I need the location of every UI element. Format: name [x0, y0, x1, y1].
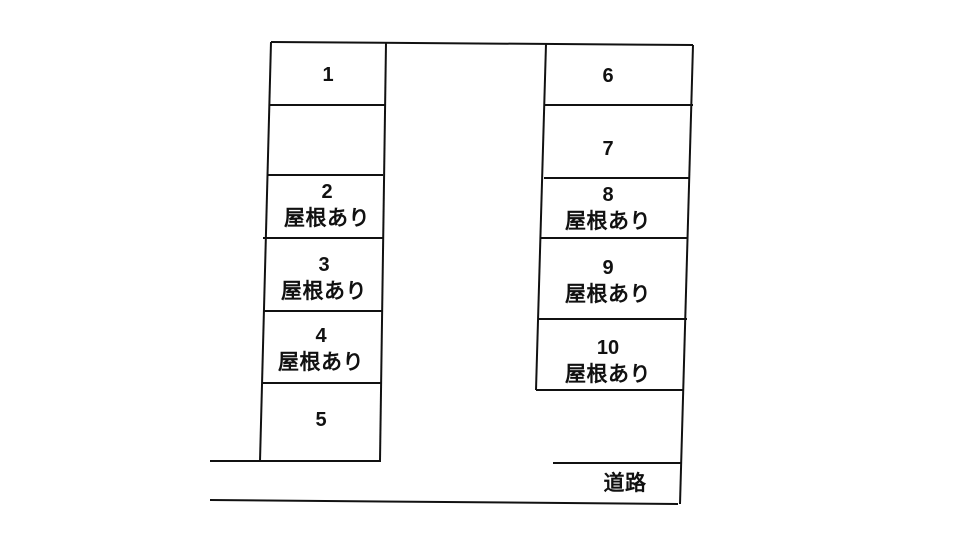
road-bottom-line	[209, 499, 679, 505]
parking-space-4: 4 屋根あり	[262, 324, 380, 375]
parking-space-2: 2 屋根あり	[268, 180, 386, 231]
space-number: 10	[596, 337, 620, 359]
road-label: 道路	[590, 470, 660, 496]
parking-space-6: 6	[546, 64, 670, 89]
roof-note: 屋根あり	[278, 350, 364, 374]
space-number: 2	[321, 181, 333, 203]
space-number: 9	[602, 257, 614, 279]
parking-space-3: 3 屋根あり	[265, 253, 383, 304]
space-number: 4	[315, 325, 327, 347]
top-boundary-line	[270, 41, 694, 46]
roof-note: 屋根あり	[565, 282, 651, 306]
parking-space-1: 1	[272, 63, 384, 88]
parking-space-5: 5	[262, 408, 380, 433]
space-number: 6	[602, 65, 614, 87]
space-number: 5	[315, 409, 327, 431]
space-number: 8	[602, 184, 614, 206]
right-column-outer-edge	[679, 44, 694, 505]
left-column-inner-edge	[379, 42, 387, 462]
parking-space-10: 10 屋根あり	[546, 336, 670, 387]
space-number: 1	[322, 64, 334, 86]
road-label-text: 道路	[603, 471, 647, 495]
space-number: 3	[318, 254, 330, 276]
roof-note: 屋根あり	[565, 362, 651, 386]
parking-space-7: 7	[546, 137, 670, 162]
right-column-inner-edge	[535, 43, 547, 391]
roof-note: 屋根あり	[565, 209, 651, 233]
space-number: 7	[602, 138, 614, 160]
roof-note: 屋根あり	[281, 279, 367, 303]
roof-note: 屋根あり	[284, 206, 370, 230]
parking-space-9: 9 屋根あり	[546, 256, 670, 307]
left-column-outer-edge	[259, 41, 272, 462]
parking-space-8: 8 屋根あり	[546, 183, 670, 234]
